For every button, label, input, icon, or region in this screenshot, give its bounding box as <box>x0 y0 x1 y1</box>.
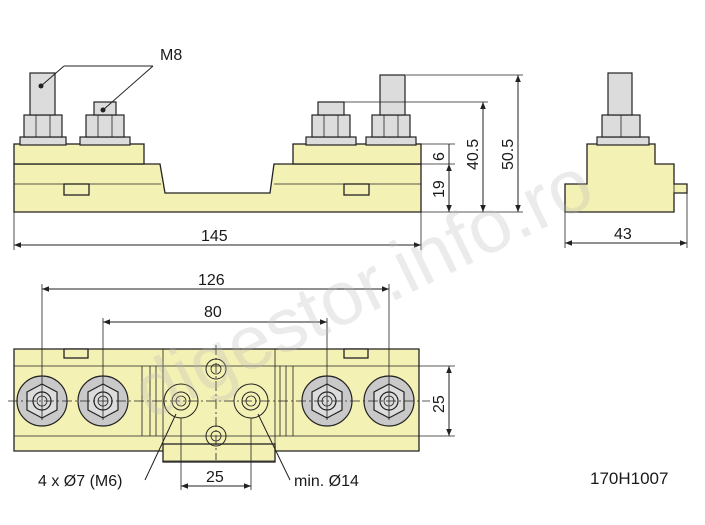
front-nut-right <box>305 101 357 146</box>
side-view: 43 <box>564 72 688 248</box>
min-diameter-label: min. Ø14 <box>294 473 359 490</box>
front-plate-left <box>13 143 145 165</box>
front-bolt-left <box>19 72 67 146</box>
product-code: 170H1007 <box>590 469 668 488</box>
front-view: M8 6 19 40.5 50.5 145 <box>13 47 523 250</box>
thread-label: M8 <box>160 47 182 64</box>
dim-total-length: 145 <box>201 228 228 245</box>
front-bolt-right <box>365 74 417 146</box>
top-body <box>13 348 420 452</box>
dim-base-height: 19 <box>431 180 448 198</box>
dim-width: 25 <box>431 395 448 413</box>
top-view: 126 80 25 25 4 x Ø7 (M6) min. Ø14 <box>8 272 455 490</box>
dim-body-height: 40.5 <box>465 139 482 170</box>
front-nut-left <box>79 101 131 146</box>
dim-terminal-spacing: 126 <box>198 272 225 289</box>
front-body <box>13 163 422 213</box>
dim-total-height: 50.5 <box>500 139 517 170</box>
front-plate-right <box>292 143 422 165</box>
dim-depth: 43 <box>614 226 632 243</box>
dim-hole-spacing: 25 <box>206 469 224 486</box>
dim-inner-spacing: 80 <box>204 304 222 321</box>
dim-plate-thickness: 6 <box>431 152 448 161</box>
holes-label: 4 x Ø7 (M6) <box>38 473 122 490</box>
